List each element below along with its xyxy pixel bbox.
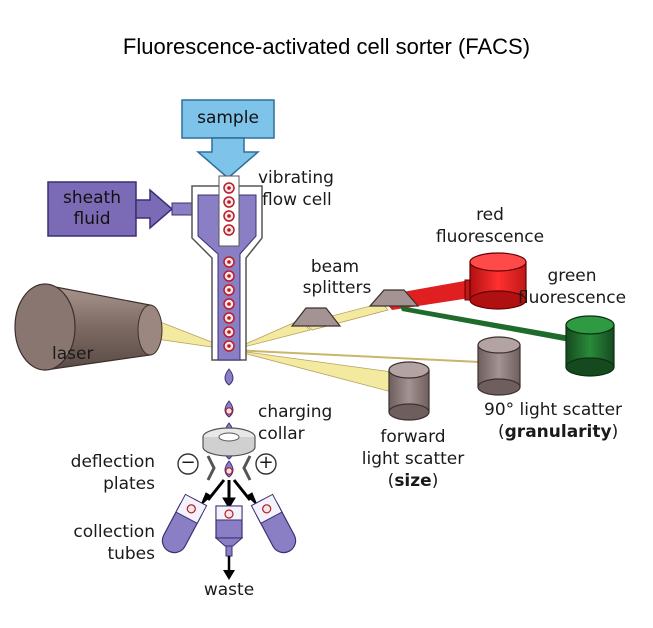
vibrating-label-line1: vibrating — [258, 168, 334, 188]
deflection-label-line2: plates — [103, 474, 155, 494]
deflection-arrows — [200, 479, 258, 509]
charging-label-line1: charging — [258, 402, 333, 422]
diagram-title: Fluorescence-activated cell sorter (FACS… — [122, 34, 531, 59]
collection-tubes — [161, 493, 297, 557]
laser-label: laser — [52, 344, 94, 364]
cell-nucleus — [227, 316, 231, 320]
charging-collar — [202, 427, 256, 457]
droplets — [224, 368, 234, 478]
sheath-label-line1: sheath — [63, 188, 121, 208]
droplet-cell — [225, 407, 233, 415]
charging-label-line2: collar — [258, 424, 305, 444]
cell-nucleus — [227, 200, 231, 204]
ninety-scatter-label-line2: (granularity) — [498, 422, 618, 443]
cell-nucleus — [227, 214, 231, 218]
beam-splitters — [290, 289, 420, 327]
green-label-line1: green — [547, 266, 597, 286]
red-label-line2: fluorescence — [435, 227, 545, 247]
sheath-fluid-arrow — [47, 181, 193, 237]
forward-label-line1: forward — [380, 427, 446, 447]
minus-sign: − — [180, 452, 196, 473]
forward-close-paren: ) — [431, 471, 439, 491]
collection-label-line1: collection — [73, 522, 155, 542]
droplet — [224, 368, 234, 386]
cell-nucleus — [227, 302, 231, 306]
green-detector — [565, 315, 615, 377]
beam-label-line2: splitters — [302, 278, 372, 298]
granularity-text: granularity — [504, 422, 612, 442]
forward-open-paren: ( — [387, 471, 395, 491]
sheath-label-line2: fluid — [73, 209, 111, 229]
laser-device — [14, 283, 163, 371]
waste-label: waste — [203, 580, 255, 600]
forward-scatter-detector — [388, 361, 430, 421]
green-beam — [400, 306, 570, 342]
forward-label-line2: light scatter — [361, 449, 465, 469]
ninety-scatter-beam — [231, 349, 481, 363]
sample-label: sample — [197, 108, 259, 128]
red-label-line1: red — [476, 205, 504, 225]
plus-sign: + — [258, 452, 274, 473]
ninety-open-paren: ( — [498, 422, 505, 442]
green-label-line2: fluorescence — [517, 288, 627, 308]
forward-label-line3: (size) — [358, 471, 468, 492]
deflection-plates — [177, 453, 277, 481]
ninety-scatter-detector — [477, 336, 521, 396]
beam-label-line1: beam — [310, 257, 360, 277]
vibrating-label-line2: flow cell — [262, 190, 332, 210]
waste-arrow — [223, 556, 235, 580]
cell-nucleus — [227, 288, 231, 292]
cell-nucleus — [227, 228, 231, 232]
cell-stream — [223, 182, 235, 352]
cell-nucleus — [227, 186, 231, 190]
ninety-close-paren: ) — [611, 422, 619, 442]
sample-arrow — [181, 99, 275, 179]
cell-nucleus — [227, 274, 231, 278]
droplet-cell — [225, 467, 233, 475]
cell-nucleus — [227, 260, 231, 264]
cell-nucleus — [227, 344, 231, 348]
size-text: size — [394, 471, 432, 491]
collection-label-line2: tubes — [107, 544, 155, 564]
cell-nucleus — [227, 330, 231, 334]
red-detector — [464, 252, 527, 310]
ninety-scatter-label-line1: 90° light scatter — [484, 400, 623, 420]
deflection-label-line1: deflection — [70, 452, 155, 472]
